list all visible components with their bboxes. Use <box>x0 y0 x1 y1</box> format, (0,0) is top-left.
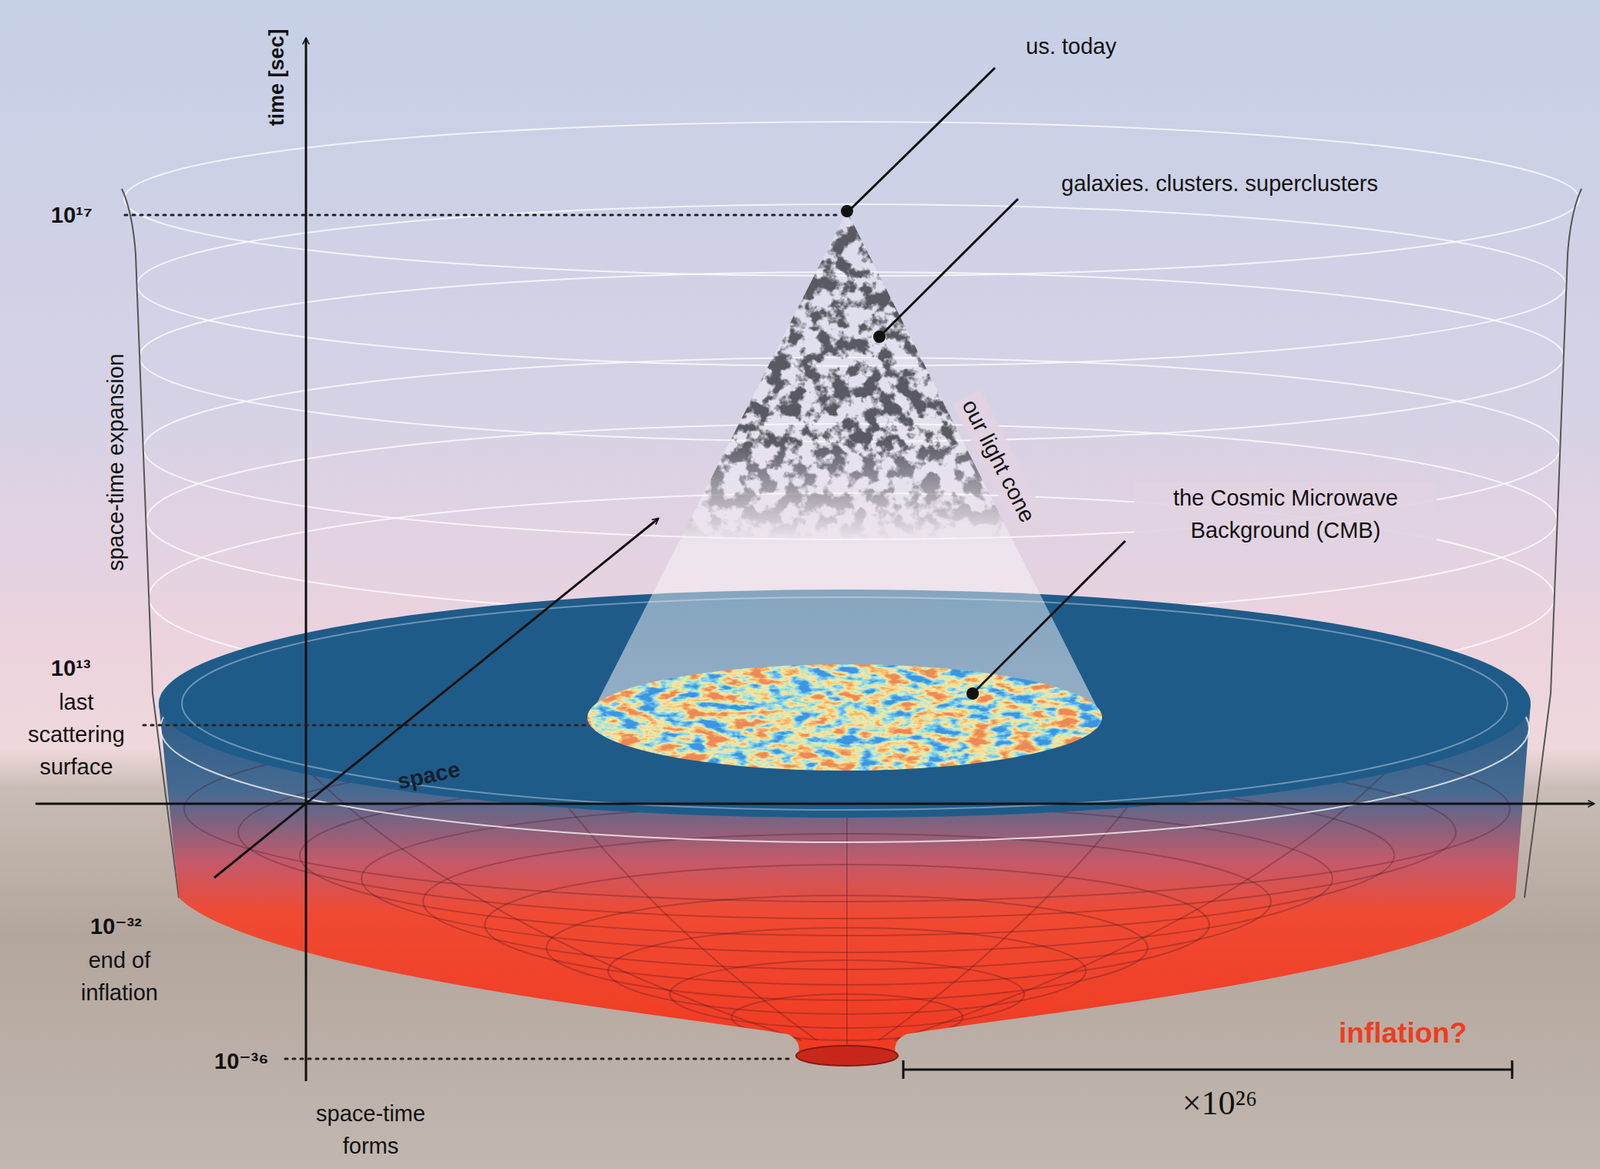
leader-dot <box>840 205 854 218</box>
leader-line <box>850 67 995 210</box>
inflation-origin <box>796 1045 898 1066</box>
cmb-texture <box>578 655 1118 787</box>
callout-label: the Cosmic Microwave Background (CMB) <box>1134 481 1437 547</box>
bracket-tick <box>1511 1060 1514 1079</box>
epoch-label: last scattering surface <box>14 685 138 784</box>
dotted-guide <box>143 724 588 727</box>
leader-dot <box>873 330 886 343</box>
epoch-label: space-time forms <box>305 1097 437 1163</box>
leader-dot <box>966 687 979 700</box>
axis-title: time [sec] <box>262 29 293 127</box>
cmb-map <box>578 655 1118 787</box>
cosmic-web <box>570 192 1126 563</box>
time-axis <box>305 38 308 1082</box>
axes <box>35 38 1594 1082</box>
expansion-side-curve <box>1524 188 1582 898</box>
leader-line <box>972 541 1126 694</box>
cone-label: our light cone <box>951 389 1046 533</box>
scale-bracket <box>903 1060 1513 1079</box>
time-tick: 10¹³ <box>50 652 91 685</box>
time-tick: 10⁻³² <box>90 910 142 943</box>
space-axis <box>35 803 1594 806</box>
callout-label: galaxies. clusters. superclusters <box>1061 167 1379 200</box>
leader-line <box>879 198 1019 337</box>
bracket-line <box>903 1068 1513 1072</box>
side-label: space-time expansion <box>99 353 132 572</box>
leader-lines <box>840 67 1126 700</box>
space-axis-depth <box>214 518 659 878</box>
time-tick: 10⁻³⁶ <box>214 1045 269 1078</box>
dotted-guide <box>285 1058 794 1061</box>
callout-label: us. today <box>1025 30 1117 63</box>
inflation-label: inflation? <box>1338 1012 1467 1055</box>
bracket-tick <box>902 1060 905 1079</box>
time-markers <box>124 215 841 1059</box>
time-tick: 10¹⁷ <box>50 198 93 232</box>
cosmic-web-texture <box>570 192 1126 563</box>
axis-label: space <box>394 752 464 798</box>
dotted-guide <box>124 214 841 217</box>
epoch-label: end of inflation <box>65 944 174 1009</box>
scale-factor: ×10²⁶ <box>1182 1078 1258 1129</box>
